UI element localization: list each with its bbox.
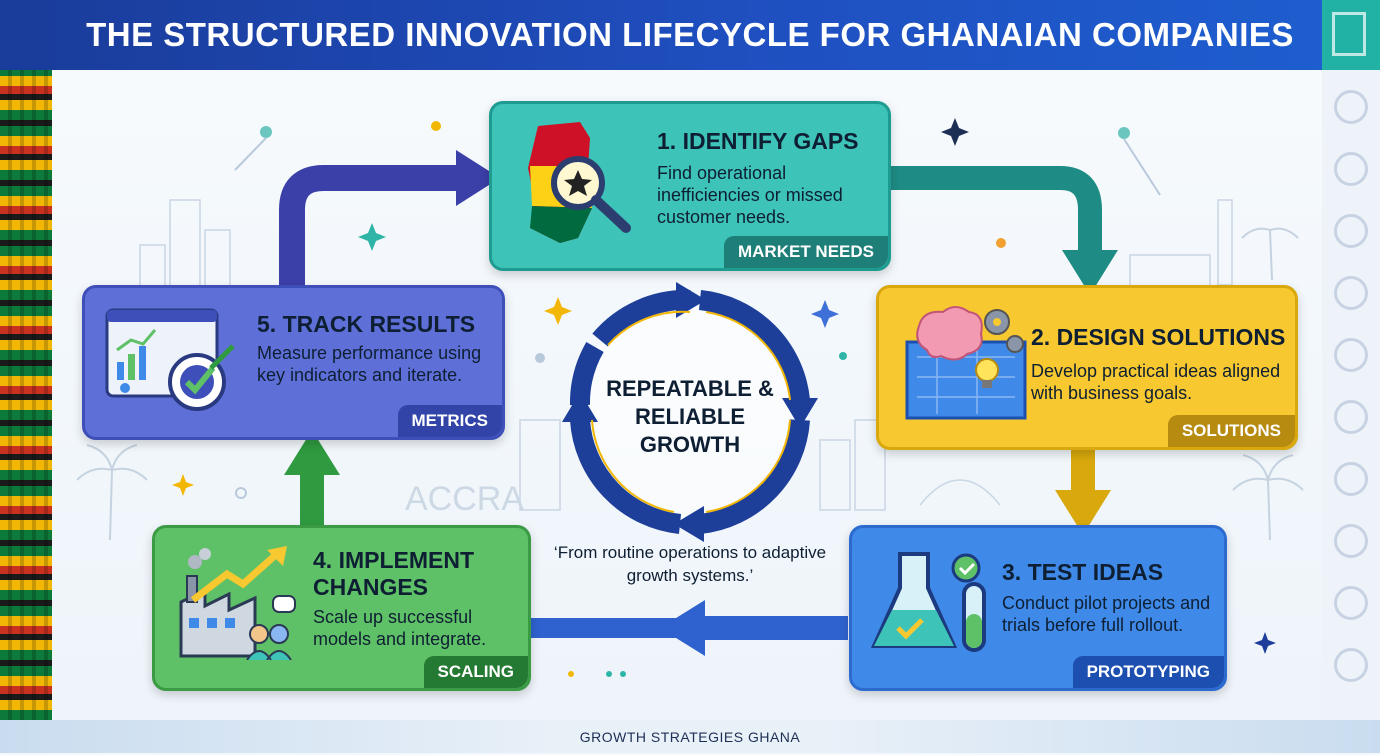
adinkra-symbol-icon — [1334, 338, 1368, 372]
step-description: Find operational inefficiencies or misse… — [657, 163, 843, 227]
step-title: 4. IMPLEMENT CHANGES — [313, 547, 475, 600]
adinkra-symbol-icon — [1334, 90, 1368, 124]
cycle-center-label: REPEATABLE & RELIABLE GROWTH — [606, 376, 774, 457]
adinkra-symbol-icon — [1334, 152, 1368, 186]
step-description: Scale up successful models and integrate… — [313, 607, 487, 649]
step-card-track-results: 5. TRACK RESULTS Measure performance usi… — [82, 285, 505, 440]
flow-arrow-2-to-3 — [1055, 440, 1111, 535]
adinkra-symbol-icon — [1334, 648, 1368, 682]
adinkra-symbol-icon — [1334, 586, 1368, 620]
step-badge: METRICS — [397, 405, 502, 437]
tagline-quote: ‘From routine operations to adaptive gro… — [553, 543, 827, 585]
step-title: 1. IDENTIFY GAPS — [657, 128, 859, 154]
cycle-arrows-icon — [562, 282, 818, 542]
skyline-label: ACCRA — [405, 480, 524, 518]
flow-arrow-1-to-2 — [890, 166, 1118, 295]
page-title: THE STRUCTURED INNOVATION LIFECYCLE FOR … — [86, 16, 1294, 53]
footer-label: GROWTH STRATEGIES GHANA — [579, 729, 801, 745]
step-badge: SOLUTIONS — [1167, 415, 1295, 447]
adinkra-symbol-icon — [1334, 400, 1368, 434]
step-description: Measure performance using key indicators… — [257, 343, 482, 385]
adinkra-symbol-icon — [1334, 214, 1368, 248]
lab-flask-icon — [870, 552, 986, 652]
step-badge: PROTOTYPING — [1072, 656, 1224, 688]
factory-growth-icon — [179, 546, 296, 660]
adinkra-symbol-icon — [1334, 462, 1368, 496]
step-title: 5. TRACK RESULTS — [257, 311, 476, 337]
ghana-map-magnifier-icon — [528, 122, 631, 243]
flow-arrow-5-to-1 — [279, 150, 500, 290]
header-bar — [0, 0, 1380, 70]
step-card-design-solutions: 2. DESIGN SOLUTIONS Develop practical id… — [876, 285, 1298, 450]
footer-bar — [0, 720, 1380, 753]
kente-border — [0, 70, 52, 720]
sparkle-icon — [172, 118, 1276, 654]
step-description: Develop practical ideas aligned with bus… — [1031, 361, 1281, 403]
step-description: Conduct pilot projects and trials before… — [1002, 593, 1211, 635]
step-badge: MARKET NEEDS — [723, 236, 888, 268]
step-badge: SCALING — [423, 656, 528, 688]
palm-tree-icon — [76, 227, 1304, 541]
step-title: 3. TEST IDEAS — [1002, 559, 1164, 585]
adinkra-corner-icon — [1322, 0, 1380, 70]
step-card-implement-changes: 4. IMPLEMENT CHANGES Scale up successful… — [152, 525, 531, 691]
brain-gears-blueprint-icon — [905, 306, 1027, 420]
dashboard-target-icon — [105, 308, 235, 411]
decorative-dots — [234, 121, 1161, 677]
flow-arrow-4-to-5 — [284, 430, 340, 525]
adinkra-symbol-icon — [1334, 276, 1368, 310]
step-card-test-ideas: 3. TEST IDEAS Conduct pilot projects and… — [849, 525, 1227, 691]
step-card-identify-gaps: 1. IDENTIFY GAPS Find operational ineffi… — [489, 101, 891, 271]
step-title: 2. DESIGN SOLUTIONS — [1031, 324, 1286, 350]
adinkra-border — [1322, 70, 1380, 720]
adinkra-symbol-icon — [1334, 524, 1368, 558]
flow-arrow-3-to-4 — [530, 600, 848, 656]
